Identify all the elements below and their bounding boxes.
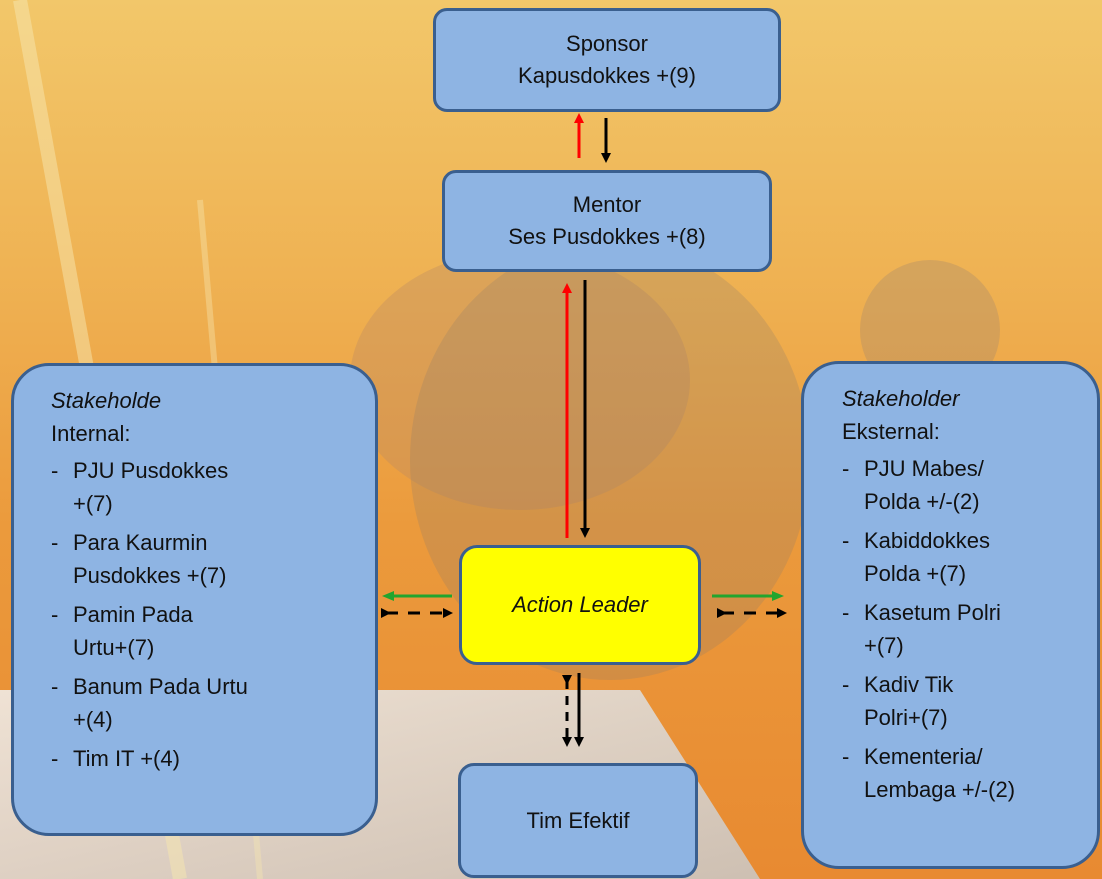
stakeholder-internal-list: -PJU Pusdokkes +(7) -Para Kaurmin Pusdok…	[51, 454, 375, 775]
sponsor-box: Sponsor Kapusdokkes +(9)	[433, 8, 781, 112]
list-item: -Kementeria/ Lembaga +/-(2)	[842, 744, 1016, 802]
stakeholder-external-title: Stakeholder	[842, 386, 960, 411]
sponsor-role: Sponsor	[566, 31, 648, 56]
mentor-name: Ses Pusdokkes +(8)	[508, 224, 706, 249]
list-item: -Kadiv Tik Polri+(7)	[842, 672, 954, 730]
list-item: -PJU Pusdokkes +(7)	[51, 458, 229, 516]
list-item: -Tim IT +(4)	[51, 746, 180, 771]
list-item: -PJU Mabes/ Polda +/-(2)	[842, 456, 984, 514]
tim-efektif-box: Tim Efektif	[458, 763, 698, 878]
stakeholder-external-list: -PJU Mabes/ Polda +/-(2) -Kabiddokkes Po…	[842, 452, 1097, 806]
tim-efektif-label: Tim Efektif	[526, 807, 630, 833]
stakeholder-internal-subtitle: Internal:	[51, 421, 131, 446]
list-item: -Kabiddokkes Polda +(7)	[842, 528, 990, 586]
stakeholder-external-subtitle: Eksternal:	[842, 419, 940, 444]
action-leader-box: Action Leader	[459, 545, 701, 665]
mentor-box: Mentor Ses Pusdokkes +(8)	[442, 170, 772, 272]
stakeholder-internal-title: Stakeholde	[51, 388, 162, 413]
stakeholder-external-box: Stakeholder Eksternal: -PJU Mabes/ Polda…	[801, 361, 1100, 869]
list-item: -Banum Pada Urtu +(4)	[51, 674, 248, 732]
action-leader-label: Action Leader	[512, 592, 648, 617]
sponsor-name: Kapusdokkes +(9)	[518, 63, 696, 88]
list-item: -Pamin Pada Urtu+(7)	[51, 602, 193, 660]
list-item: -Para Kaurmin Pusdokkes +(7)	[51, 530, 227, 588]
mentor-role: Mentor	[572, 192, 642, 217]
stakeholder-internal-box: Stakeholde Internal: -PJU Pusdokkes +(7)…	[11, 363, 378, 836]
list-item: -Kasetum Polri +(7)	[842, 600, 1001, 658]
